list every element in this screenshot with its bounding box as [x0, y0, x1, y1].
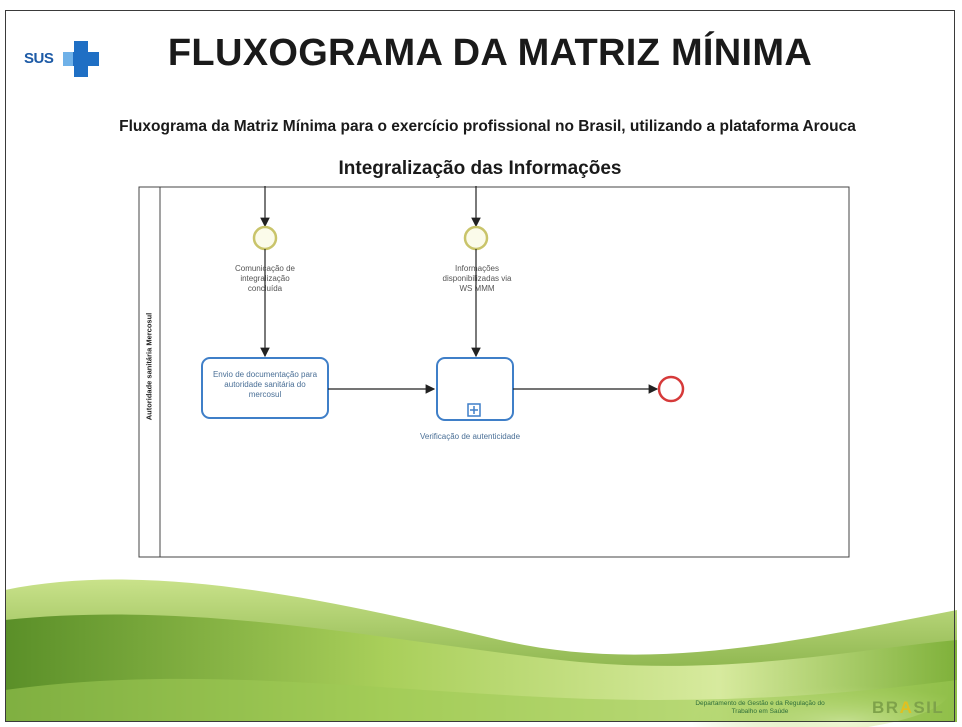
- start-event-1-label: Comunicação de integralização concluída: [234, 264, 296, 293]
- start-event-2-label: Informações disponibilizadas via WS MMM: [442, 264, 512, 293]
- subprocess-label: Verificação de autenticidade: [420, 432, 521, 441]
- slide-frame: [5, 10, 955, 722]
- end-event: [657, 375, 685, 403]
- diagram-canvas: [138, 186, 850, 558]
- page-title: FLUXOGRAMA DA MATRIZ MÍNIMA: [167, 32, 813, 74]
- task-envio-label: Envio de documentação para autoridade sa…: [212, 370, 318, 399]
- start-event-2: [463, 225, 489, 251]
- brasil-logo: BRASIL: [872, 698, 945, 717]
- page-subtitle: Fluxograma da Matriz Mínima para o exerc…: [119, 118, 856, 135]
- department-label: Departamento de Gestão e da Regulação do…: [695, 700, 825, 715]
- sus-logo: SUS: [24, 38, 104, 78]
- bpmn-diagram: Autoridade sanitária Mercosul Comunicaçã…: [138, 186, 850, 560]
- logo-text: SUS: [24, 50, 54, 67]
- pool: [138, 186, 850, 558]
- start-event-1: [252, 225, 278, 251]
- pool-label: Autoridade sanitária Mercosul: [144, 312, 154, 421]
- task-envio: [201, 357, 329, 419]
- section-title: Integralização das Informações: [338, 158, 622, 179]
